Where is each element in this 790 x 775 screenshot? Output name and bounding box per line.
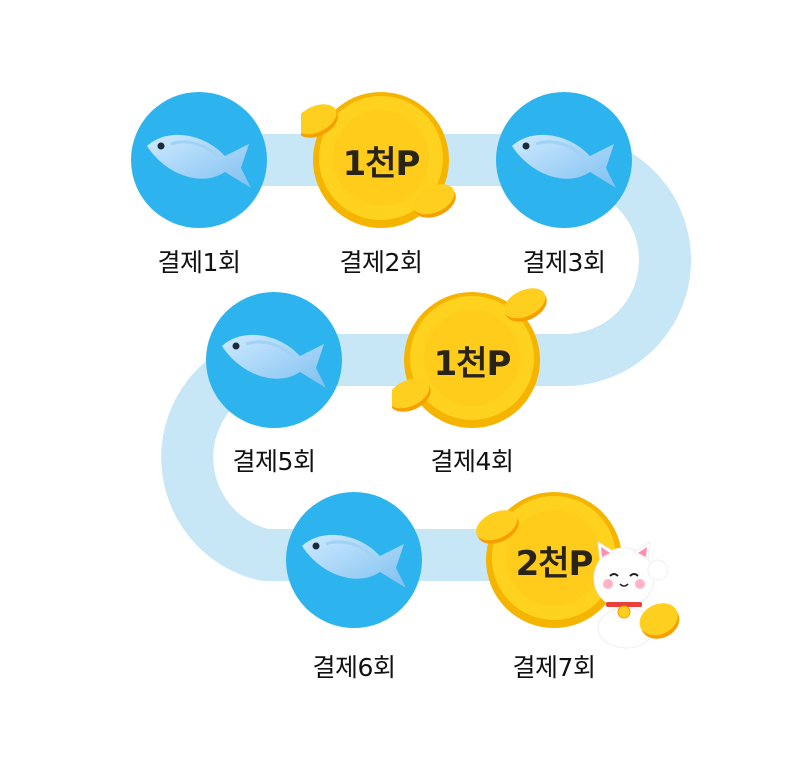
fish-icon — [141, 122, 257, 192]
step-4-label: 결제4회 — [392, 442, 552, 478]
step-7-label: 결제7회 — [474, 648, 634, 684]
step-3-fish-reward — [496, 92, 632, 228]
step-4-coin-reward: 1천P — [404, 292, 540, 428]
step-5-fish-reward — [206, 292, 342, 428]
step-5-label: 결제5회 — [194, 442, 354, 478]
fish-icon — [296, 522, 412, 592]
step-6-label: 결제6회 — [274, 648, 434, 684]
step-6-fish-reward — [286, 492, 422, 628]
step-1-label: 결제1회 — [119, 243, 279, 279]
fish-icon — [216, 322, 332, 392]
step-2-label: 결제2회 — [301, 243, 461, 279]
coin-amount: 1천P — [404, 292, 540, 428]
step-2-coin-reward: 1천P — [313, 92, 449, 228]
fish-icon — [506, 122, 622, 192]
coin-amount: 1천P — [313, 92, 449, 228]
step-1-fish-reward — [131, 92, 267, 228]
step-3-label: 결제3회 — [484, 243, 644, 279]
lucky-cat-icon — [588, 540, 684, 650]
